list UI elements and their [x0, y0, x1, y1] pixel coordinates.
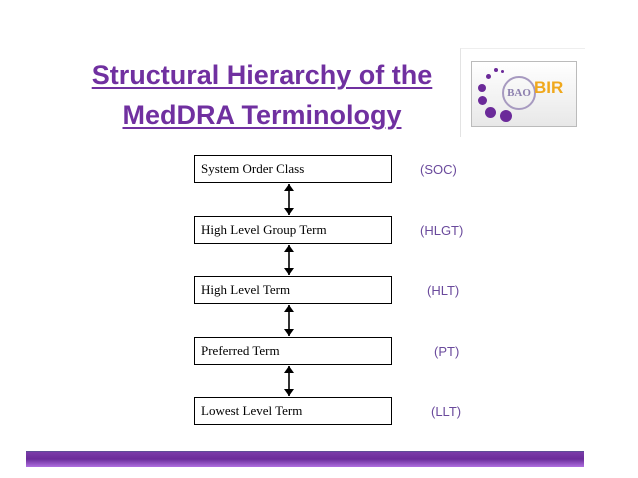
double-arrow-icon [284, 366, 294, 396]
logo-text: BIR [534, 78, 564, 97]
hierarchy-box: System Order Class [194, 155, 392, 183]
double-arrow-icon [284, 184, 294, 215]
hierarchy-box: Preferred Term [194, 337, 392, 365]
title-line-2: MedDRA Terminology [122, 100, 402, 130]
bir-logo: BAO BIR [460, 48, 585, 137]
title-line-1: Structural Hierarchy of the [91, 60, 433, 90]
double-arrow-icon [284, 245, 294, 275]
hierarchy-box: High Level Group Term [194, 216, 392, 244]
double-arrow-icon [284, 305, 294, 336]
hierarchy-abbr: (LLT) [431, 404, 462, 419]
hierarchy-abbr: (HLGT) [420, 223, 464, 238]
hierarchy-box: High Level Term [194, 276, 392, 304]
seal-icon: BAO [502, 76, 536, 110]
footer-bar [26, 451, 584, 467]
hierarchy-abbr: (SOC) [420, 162, 457, 177]
hierarchy-abbr: (PT) [434, 344, 460, 359]
hierarchy-abbr: (HLT) [427, 283, 460, 298]
hierarchy-box: Lowest Level Term [194, 397, 392, 425]
